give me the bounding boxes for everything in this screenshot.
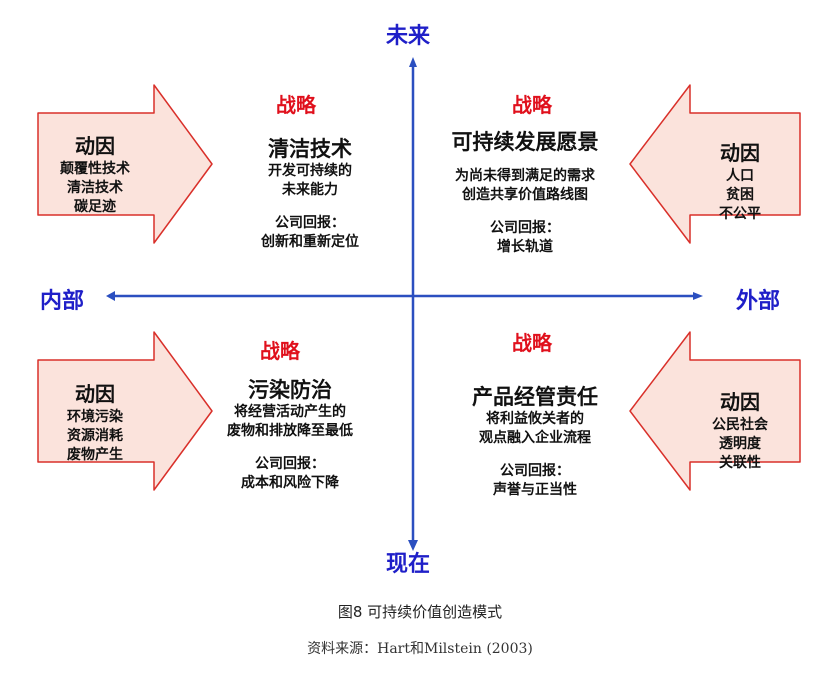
driver-item: 碳足迹 (74, 199, 116, 215)
driver-item: 废物产生 (67, 447, 123, 463)
quadrant-title: 清洁技术 (268, 137, 352, 161)
driver-item: 关联性 (719, 455, 761, 471)
quadrant-sustainability-vision: 可持续发展愿景 为尚未得到满足的需求 创造共享价值路线图 公司回报： 增长轨道 (430, 129, 620, 257)
driver-item: 不公平 (719, 206, 761, 222)
quadrant-return-value: 增长轨道 (497, 239, 553, 255)
quadrant-desc-line: 废物和排放降至最低 (227, 423, 353, 439)
horizontal-axis-left-arrow (106, 291, 115, 301)
driver-title: 动因 (720, 390, 760, 414)
quadrant-desc-line: 未来能力 (282, 182, 338, 198)
quadrant-product-stewardship: 产品经管责任 将利益攸关者的 观点融入企业流程 公司回报： 声誉与正当性 (445, 384, 625, 500)
quadrant-desc-line: 创造共享价值路线图 (462, 187, 588, 203)
driver-arrow-bottom-left (37, 331, 213, 491)
strategy-label-bottom-right: 战略 (512, 331, 552, 355)
axis-label-future: 未来 (386, 24, 431, 49)
quadrant-return-label: 公司回报： (255, 456, 325, 472)
quadrant-desc-line: 开发可持续的 (268, 163, 352, 179)
quadrant-return-value: 创新和重新定位 (261, 234, 359, 250)
quadrant-return-label: 公司回报： (500, 463, 570, 479)
quadrant-desc-line: 观点融入企业流程 (479, 430, 591, 446)
quadrant-title: 可持续发展愿景 (451, 130, 599, 154)
quadrant-return-label: 公司回报： (275, 215, 345, 231)
quadrant-desc-line: 将利益攸关者的 (486, 411, 584, 427)
quadrant-desc-line: 为尚未得到满足的需求 (455, 168, 595, 184)
driver-item: 人口 (726, 168, 754, 184)
quadrant-clean-technology: 清洁技术 开发可持续的 未来能力 公司回报： 创新和重新定位 (220, 136, 400, 252)
quadrant-pollution-prevention: 污染防治 将经营活动产生的 废物和排放降至最低 公司回报： 成本和风险下降 (200, 377, 380, 493)
vertical-axis-bottom-arrow (408, 540, 418, 551)
strategy-label-top-left: 战略 (276, 93, 316, 117)
quadrant-return-label: 公司回报： (490, 220, 560, 236)
driver-item: 资源消耗 (67, 428, 123, 444)
driver-item: 公民社会 (712, 417, 768, 433)
driver-title: 动因 (720, 141, 760, 165)
quadrant-return-value: 声誉与正当性 (493, 482, 577, 498)
driver-arrow-top-right (629, 84, 801, 244)
strategy-label-bottom-left: 战略 (260, 339, 300, 363)
driver-title: 动因 (75, 382, 115, 406)
driver-item: 颠覆性技术 (60, 161, 130, 177)
driver-arrow-bottom-right (629, 331, 801, 491)
axis-label-external: 外部 (736, 289, 781, 314)
driver-top-left: 动因 颠覆性技术 清洁技术 碳足迹 (40, 132, 150, 217)
driver-title: 动因 (75, 134, 115, 158)
driver-top-right: 动因 人口 贫困 不公平 (690, 139, 790, 224)
quadrant-return-value: 成本和风险下降 (241, 475, 339, 491)
quadrant-title: 产品经管责任 (472, 385, 598, 409)
strategy-label-top-right: 战略 (512, 93, 552, 117)
axis-label-present: 现在 (386, 552, 431, 577)
quadrant-desc-line: 将经营活动产生的 (234, 404, 346, 420)
driver-item: 透明度 (719, 436, 761, 452)
axis-label-internal: 内部 (40, 289, 85, 314)
driver-item: 贫困 (726, 187, 754, 203)
quadrant-title: 污染防治 (248, 378, 332, 402)
driver-bottom-right: 动因 公民社会 透明度 关联性 (690, 388, 790, 473)
figure-caption: 图8 可持续价值创造模式 (337, 603, 503, 621)
driver-item: 清洁技术 (67, 180, 123, 196)
figure-source: 资料来源：Hart和Milstein (2003) (307, 641, 533, 657)
driver-arrow-top-left (37, 84, 213, 244)
driver-bottom-left: 动因 环境污染 资源消耗 废物产生 (40, 380, 150, 465)
driver-item: 环境污染 (67, 409, 123, 425)
